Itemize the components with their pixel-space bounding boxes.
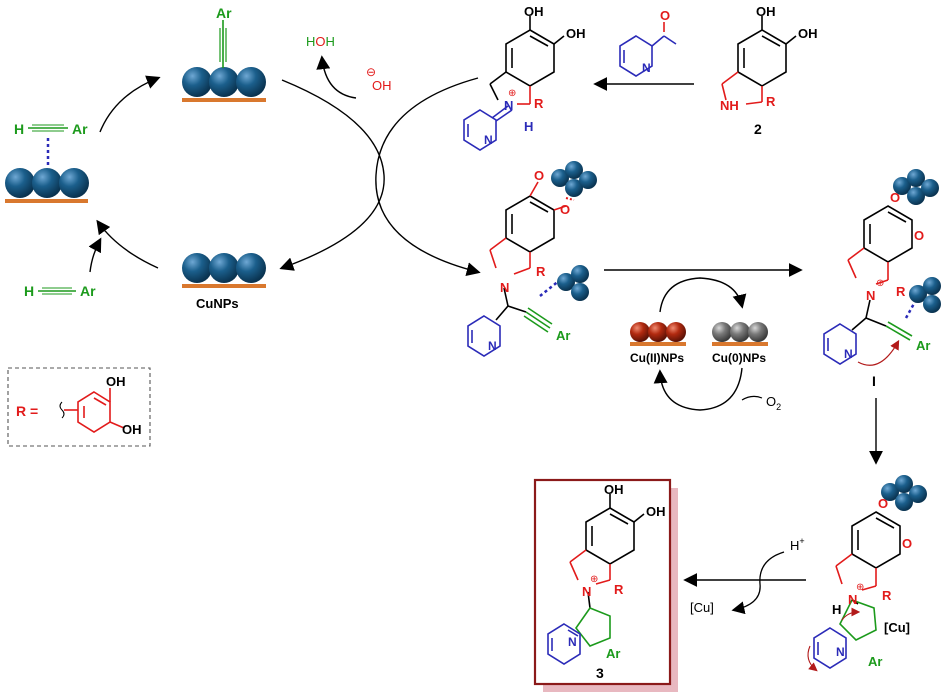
hydroxyl-label: OH bbox=[122, 422, 142, 437]
oxygen-label: O bbox=[560, 202, 570, 217]
cu-nanoparticle-free: CuNPs bbox=[182, 253, 266, 311]
nitrogen-label: N bbox=[642, 61, 651, 75]
terminal-alkyne: H Ar bbox=[24, 283, 96, 299]
oxygen-reagent: O2 bbox=[766, 394, 781, 412]
nitrogen-label: N bbox=[848, 592, 857, 607]
pyridine-aldehyde bbox=[619, 22, 677, 77]
h-label: H bbox=[24, 283, 34, 299]
oxygen-label: O bbox=[890, 190, 900, 205]
compound-number: 2 bbox=[754, 121, 762, 137]
propargylamine-intermediate bbox=[467, 161, 597, 357]
hydroxyl-label: OH bbox=[106, 374, 126, 389]
ar-label: Ar bbox=[80, 283, 96, 299]
nitrogen-label: N bbox=[484, 133, 493, 147]
copper-leaving-label: [Cu] bbox=[690, 600, 714, 615]
cu2-label: Cu(II)NPs bbox=[630, 351, 684, 365]
copper-label: [Cu] bbox=[884, 620, 910, 635]
water-label: HOH bbox=[306, 34, 335, 49]
ar-label: Ar bbox=[72, 121, 88, 137]
ar-label: Ar bbox=[556, 328, 570, 343]
charge-label: ⊕ bbox=[590, 574, 598, 585]
water-release: HOH ⊖ OH bbox=[306, 34, 392, 99]
charge-label: ⊕ bbox=[856, 582, 864, 593]
hydroxyl-label: OH bbox=[524, 4, 544, 19]
cycle-arrow bbox=[88, 237, 102, 273]
ar-label: Ar bbox=[868, 654, 882, 669]
hydroxyl-label: OH bbox=[756, 4, 776, 19]
compound-2 bbox=[721, 16, 797, 105]
r-definition-box bbox=[7, 367, 151, 447]
cu0-label: Cu(0)NPs bbox=[712, 351, 766, 365]
charge-label: ⊕ bbox=[876, 278, 884, 289]
nitrogen-label: N bbox=[866, 288, 875, 303]
cyclized-intermediate bbox=[807, 475, 927, 672]
hydroxyl-label: OH bbox=[566, 26, 586, 41]
r-label: R bbox=[536, 264, 546, 279]
cu-nanoparticle-pi-complex: H Ar bbox=[5, 121, 89, 203]
hydroxyl-label: OH bbox=[646, 504, 666, 519]
nitrogen-label: N bbox=[836, 645, 845, 659]
intermediate-label: I bbox=[872, 373, 876, 389]
r-label: R bbox=[614, 582, 624, 597]
r-label: R bbox=[896, 284, 906, 299]
nitrogen-label: N bbox=[844, 347, 853, 361]
proton-label: H+ bbox=[790, 536, 805, 553]
oxygen-label: O bbox=[660, 8, 670, 23]
h-label: H bbox=[524, 119, 533, 134]
ar-label: Ar bbox=[216, 5, 232, 21]
hydroxyl-label: OH bbox=[604, 482, 624, 497]
charge-label: ⊕ bbox=[508, 88, 516, 99]
nitrogen-label: N bbox=[488, 339, 497, 353]
copper-redox-cycle: Cu(II)NPs Cu(0)NPs O2 bbox=[630, 277, 781, 412]
charge-label: ⊖ bbox=[366, 65, 376, 79]
h-label: H bbox=[14, 121, 24, 137]
nitrogen-label: N bbox=[568, 635, 577, 649]
oxygen-label: O bbox=[902, 536, 912, 551]
cycle-arrow bbox=[99, 75, 161, 133]
nh-label: NH bbox=[720, 98, 739, 113]
ar-label: Ar bbox=[606, 646, 620, 661]
hydroxyl-label: OH bbox=[798, 26, 818, 41]
oxygen-label: O bbox=[534, 168, 544, 183]
cycle-arrow bbox=[279, 79, 385, 271]
hydroxide-label: OH bbox=[372, 78, 392, 93]
curved-arrow bbox=[731, 551, 785, 615]
cycle-arrow bbox=[375, 77, 481, 277]
nitrogen-label: N bbox=[500, 280, 509, 295]
ar-label: Ar bbox=[916, 338, 930, 353]
r-definition-label: R = bbox=[16, 403, 38, 419]
nitrogen-label: N bbox=[582, 584, 591, 599]
r-label: R bbox=[766, 94, 776, 109]
oxygen-label: O bbox=[878, 496, 888, 511]
cunps-label: CuNPs bbox=[196, 296, 239, 311]
compound-number: 3 bbox=[596, 665, 604, 681]
r-label: R bbox=[882, 588, 892, 603]
intermediate-i bbox=[823, 169, 941, 366]
oxygen-label: O bbox=[914, 228, 924, 243]
catechol-substituent bbox=[59, 388, 125, 433]
r-label: R bbox=[534, 96, 544, 111]
cu-nanoparticle-acetylide: Ar bbox=[182, 5, 266, 102]
nitrogen-label: N bbox=[504, 98, 513, 113]
cycle-arrow bbox=[96, 219, 159, 269]
product-3 bbox=[547, 494, 645, 665]
iminium-intermediate bbox=[463, 16, 565, 151]
h-label: H bbox=[832, 602, 841, 617]
